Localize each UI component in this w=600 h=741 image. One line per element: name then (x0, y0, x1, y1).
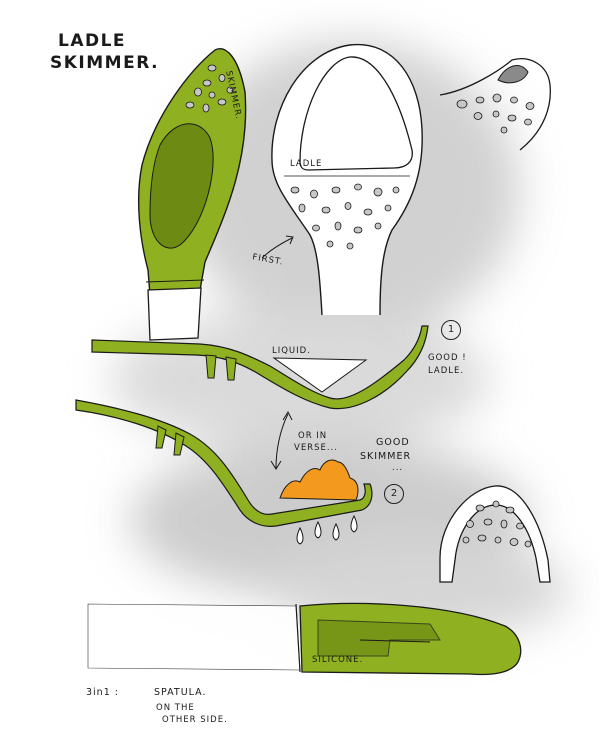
good-ladle-line-2: LADLE. (428, 366, 465, 376)
step-1-marker: 1 (441, 320, 461, 340)
good-skimmer-line-1: GOOD (376, 437, 410, 448)
spatula-line-3: OTHER SIDE. (162, 715, 228, 725)
spatula-sketch (87, 602, 522, 676)
step-2-marker: 2 (384, 484, 404, 504)
good-skimmer-line-2: SKIMMER (360, 451, 412, 462)
ladle-outline-sketch (261, 43, 423, 316)
profile-skimmer-mode (75, 399, 373, 545)
ladle-label: LADLE (290, 159, 323, 169)
good-ladle-line-1: GOOD ! (428, 353, 467, 363)
sketch-title-line-2: SKIMMER. (50, 53, 160, 73)
good-skimmer-line-3: ... (392, 463, 404, 473)
spatula-line-1: SPATULA. (154, 687, 207, 698)
ladle-holes (290, 183, 400, 250)
sketch-title-line-1: LADLE (58, 31, 127, 51)
ladle-detail-sketch (439, 58, 551, 151)
skimmer-holes (185, 64, 234, 113)
or-inverse-line-1: OR IN (298, 431, 328, 441)
skimmer-outline-sketch (439, 485, 551, 583)
spatula-line-2: ON THE (156, 703, 195, 713)
three-in-one-label: 3in1 : (86, 687, 119, 698)
skimmer-head-sketch (137, 48, 247, 341)
liquid-label: LIQUID. (272, 346, 311, 356)
or-inverse-line-2: VERSE... (294, 443, 338, 453)
silicone-label: SILICONE. (312, 655, 364, 665)
profile-ladle-mode (91, 325, 429, 410)
